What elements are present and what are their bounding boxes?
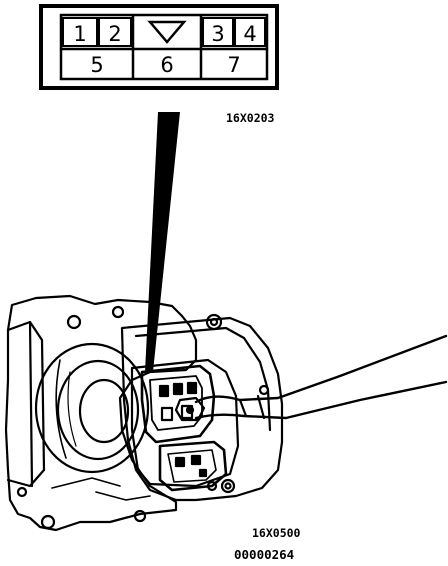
cover-plate-outline xyxy=(120,316,284,502)
test-probe-lead xyxy=(194,334,448,404)
connector-key-triangle-icon xyxy=(147,20,187,44)
bore-middle xyxy=(56,359,140,461)
pin-cell-1 xyxy=(62,17,98,47)
mounted-connector xyxy=(140,364,216,444)
pin-label-1: 1 xyxy=(73,22,86,46)
bore-inner xyxy=(78,378,130,444)
connector-face: 1 2 3 4 5 6 7 xyxy=(39,4,279,90)
connector-recess xyxy=(130,358,240,488)
pin-label-7: 7 xyxy=(227,53,240,77)
pin-label-4: 4 xyxy=(243,22,256,46)
pin-cell-4 xyxy=(234,17,266,47)
figure-number-label: 00000264 xyxy=(234,547,294,562)
leader-wedge xyxy=(145,112,180,372)
connector-ref-label: 16X0203 xyxy=(226,111,275,125)
pin-cell-2 xyxy=(98,17,132,47)
engine-housing-illustration xyxy=(4,294,448,532)
pin-label-5: 5 xyxy=(90,53,103,77)
sensor-block xyxy=(158,440,228,492)
pin-cell-3 xyxy=(202,17,234,47)
component-ref-label: 16X0500 xyxy=(252,526,301,540)
bore-outer xyxy=(34,342,150,474)
engine-block-outline xyxy=(4,294,198,532)
pin-label-2: 2 xyxy=(108,22,121,46)
pin-label-3: 3 xyxy=(211,22,224,46)
pin-label-6: 6 xyxy=(160,53,173,77)
